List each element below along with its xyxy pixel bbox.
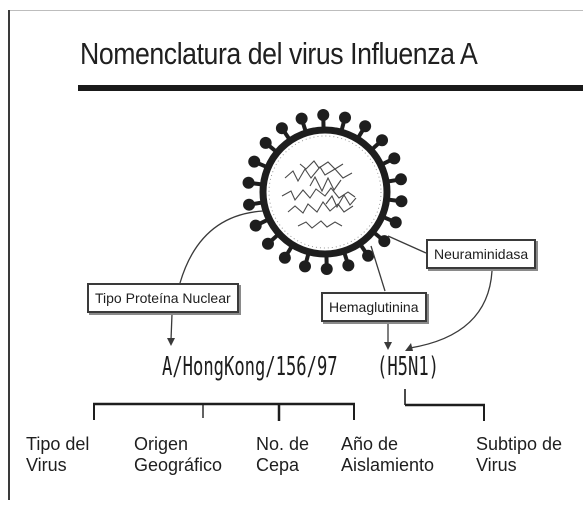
neuraminidase-box: Neuraminidasa	[426, 239, 537, 269]
virus-rna-strands	[281, 160, 357, 229]
arrowhead-hemagglutinin	[384, 342, 392, 350]
label-line: Tipo del	[26, 434, 90, 454]
label-geographic-origin: Origen Geográfico	[134, 434, 222, 476]
virus-spike-head	[249, 219, 262, 232]
hemagglutinin-box: Hemaglutinina	[321, 292, 427, 322]
label-isolation-year: Año de Aislamiento	[341, 434, 434, 476]
virus-spike-head	[275, 122, 288, 135]
virus-spike-head	[243, 198, 256, 211]
virus-spike-head	[378, 235, 391, 248]
arrowhead-nuclear	[167, 338, 175, 346]
virus-spike-head	[317, 109, 330, 122]
connector-neuraminidase	[387, 235, 427, 254]
label-line: Virus	[476, 455, 517, 475]
connector-nuclear	[179, 210, 264, 284]
label-line: No. de	[256, 434, 310, 454]
virus-spike-head	[389, 216, 402, 229]
strain-designation: A/HongKong/156/97	[162, 352, 338, 382]
strain-bracket	[93, 402, 355, 421]
strain-subtype: (H5N1)	[377, 352, 439, 382]
virus-spike-head	[395, 195, 408, 208]
virus-spike-head	[298, 260, 311, 273]
virus-spike-head	[376, 134, 389, 147]
label-line: Origen	[134, 434, 189, 454]
virus-spike-head	[259, 136, 272, 149]
arrowhead-neuraminidase	[405, 343, 413, 351]
virus-spike-head	[278, 251, 291, 264]
subtype-bracket	[404, 389, 485, 421]
virus-spike-head	[342, 259, 355, 272]
arrow-nuclear-to-strain	[170, 313, 173, 341]
connector-hemagglutinin	[370, 245, 386, 292]
virus-spike-head	[388, 152, 401, 165]
label-line: Virus	[26, 455, 67, 475]
page-title: Nomenclatura del virus Influenza A	[80, 36, 478, 71]
virus-envelope	[259, 126, 391, 258]
virus-icon	[242, 109, 408, 275]
label-line: Aislamiento	[341, 455, 435, 475]
frame-border-top	[8, 10, 583, 11]
virus-spike-head	[362, 249, 375, 262]
label-line: Cepa	[256, 455, 300, 475]
title-underline	[78, 85, 583, 91]
virus-spike-head	[242, 176, 255, 189]
virus-spike-head	[320, 262, 333, 275]
arrow-neuraminidase-to-subtype	[409, 270, 493, 349]
label-strain-number: No. de Cepa	[256, 434, 309, 476]
frame-border-left	[8, 10, 10, 500]
virus-spike-head	[295, 112, 308, 125]
virus-inner-dots	[268, 135, 382, 249]
virus-spike-head	[339, 111, 352, 124]
label-line: Año de	[341, 434, 399, 454]
virus-spike-head	[394, 173, 407, 186]
label-line: Subtipo de	[476, 434, 563, 454]
label-virus-subtype: Subtipo de Virus	[476, 434, 562, 476]
virus-spike-head	[248, 155, 261, 168]
label-virus-type: Tipo del Virus	[26, 434, 89, 476]
virus-spike-head	[359, 120, 372, 133]
label-line: Geográfico	[134, 455, 223, 475]
nuclear-protein-box: Tipo Proteína Nuclear	[87, 283, 239, 313]
connector-lines	[170, 210, 493, 349]
arrowheads	[167, 338, 413, 351]
virus-spike-head	[261, 237, 274, 250]
